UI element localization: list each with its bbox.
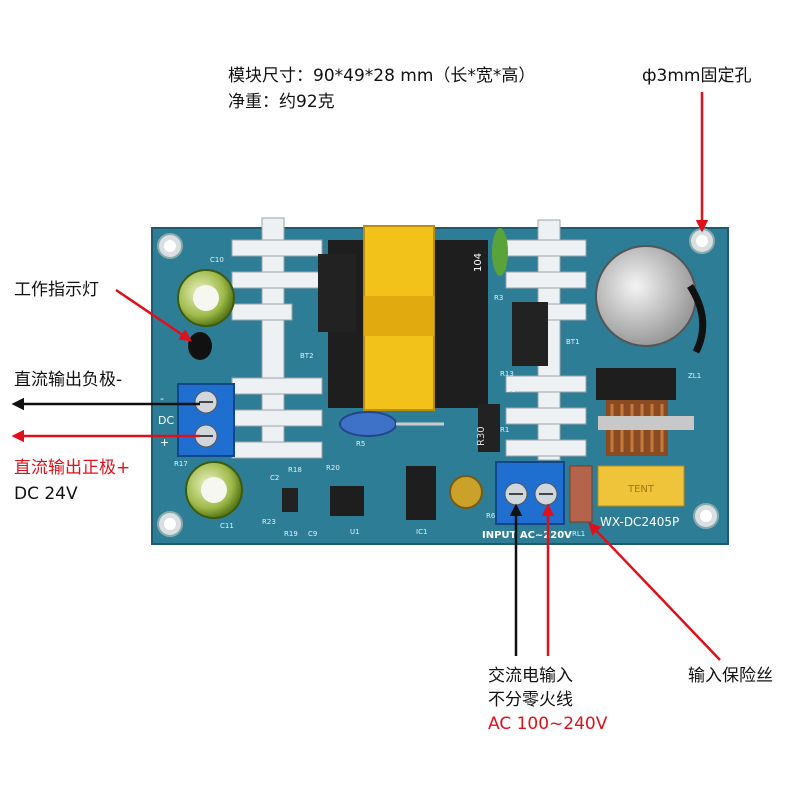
- ac-input-terminal: [495, 461, 565, 525]
- capacitor-main: [595, 245, 707, 354]
- mount-hole-label: ф3mm固定孔: [642, 66, 752, 86]
- dc-negative-label: 直流输出负极-: [14, 370, 123, 390]
- svg-text:R18: R18: [288, 466, 302, 474]
- ac-input-label-2: 不分零火线: [488, 690, 573, 710]
- dc-positive-label: 直流输出正极+: [14, 458, 131, 478]
- svg-text:R23: R23: [262, 518, 276, 526]
- choke: [596, 368, 694, 456]
- dimensions-label: 模块尺寸：90*49*28 mm（长*宽*高）: [228, 66, 536, 86]
- mosfet-right: [512, 302, 548, 366]
- svg-text:R1: R1: [500, 426, 509, 434]
- dc-voltage-label: DC 24V: [14, 484, 78, 504]
- svg-text:R19: R19: [284, 530, 298, 538]
- capacitor-c11: [185, 461, 243, 519]
- svg-text:D8: D8: [506, 386, 516, 394]
- svg-text:R13: R13: [500, 370, 514, 378]
- svg-text:R30: R30: [476, 426, 487, 446]
- svg-text:C11: C11: [220, 522, 234, 530]
- weight-label: 净重：约92克: [228, 92, 335, 112]
- svg-text:C2: C2: [270, 474, 279, 482]
- mosfet-left: [318, 254, 356, 332]
- u1-chip: [330, 486, 364, 516]
- ac-range-label: AC 100~240V: [488, 714, 608, 734]
- dc-plus-mark: +: [160, 436, 169, 449]
- input-marking: INPUT AC~220V: [482, 530, 572, 541]
- y-capacitor: [339, 411, 444, 437]
- svg-text:BT1: BT1: [566, 338, 580, 346]
- capacitor-c10: [177, 269, 235, 327]
- svg-text:R20: R20: [326, 464, 340, 472]
- fuse: [569, 465, 593, 523]
- svg-text:C10: C10: [210, 256, 224, 264]
- resistor-r30: R30: [476, 404, 500, 452]
- svg-text:R6: R6: [486, 512, 496, 520]
- dc-output-terminal: [177, 383, 235, 457]
- mount-hole-bottom-left: [157, 511, 183, 537]
- svg-text:RL1: RL1: [572, 530, 585, 538]
- mount-hole-bottom-right: [693, 503, 719, 529]
- svg-text:IC1: IC1: [416, 528, 427, 536]
- svg-text:R17: R17: [174, 460, 188, 468]
- fuse-label: 输入保险丝: [688, 666, 773, 686]
- ic1-chip: [406, 466, 436, 520]
- svg-text:U1: U1: [350, 528, 360, 536]
- transformer: [328, 225, 488, 411]
- fuse-arrow: [588, 522, 721, 661]
- indicator-arrow: [115, 288, 193, 342]
- heatsink-left: [231, 217, 323, 459]
- svg-text:TENT: TENT: [627, 484, 655, 495]
- svg-text:R5: R5: [356, 440, 365, 448]
- svg-text:R3: R3: [494, 294, 503, 302]
- dc-minus-mark: -: [160, 392, 164, 405]
- mount-hole-top-left: [157, 233, 183, 259]
- dc-mark: DC: [158, 414, 174, 427]
- mount-hole-top-right: [689, 228, 715, 254]
- transistor: [282, 488, 298, 512]
- x-capacitor: TENT: [597, 465, 685, 507]
- ac-input-label-1: 交流电输入: [488, 666, 573, 686]
- indicator-led: [188, 332, 212, 360]
- svg-text:ZL1: ZL1: [688, 372, 701, 380]
- svg-text:BT2: BT2: [300, 352, 314, 360]
- capacitor-small: [449, 475, 483, 509]
- indicator-label: 工作指示灯: [14, 280, 99, 300]
- model-marking: WX-DC2405P: [600, 515, 679, 529]
- capacitor-104: [492, 228, 508, 276]
- svg-text:C9: C9: [308, 530, 317, 538]
- svg-text:104: 104: [473, 253, 484, 272]
- silkscreen-refs: R18 R20 R23 R19 R17 C9 C2 C11 C10 U1 IC1…: [174, 256, 701, 538]
